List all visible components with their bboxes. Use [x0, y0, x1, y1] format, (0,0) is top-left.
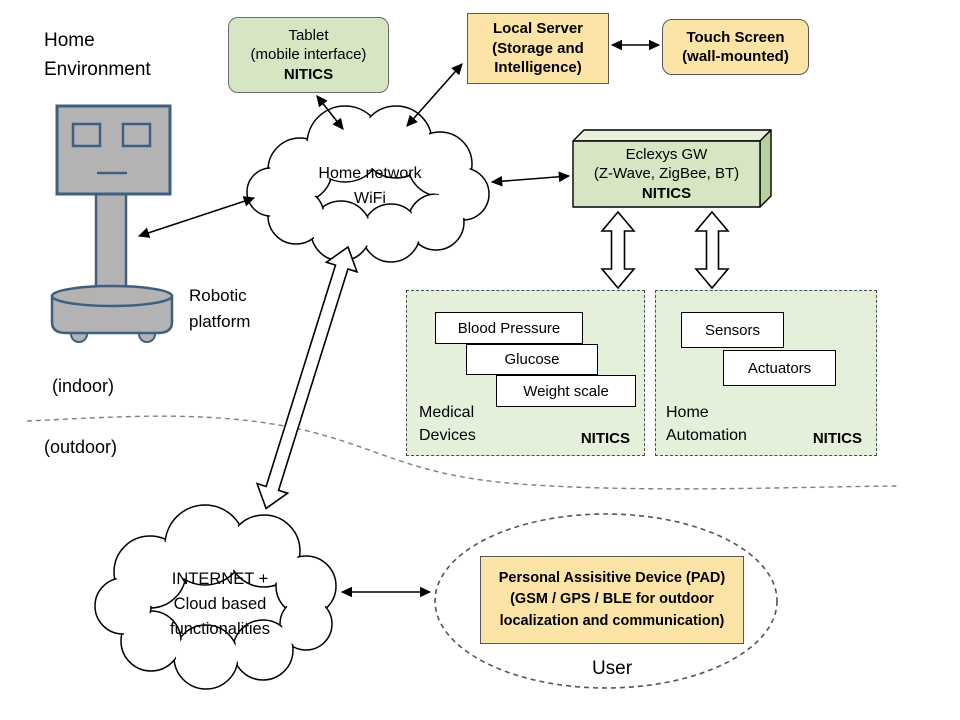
home-automation-label: Home Automation — [666, 403, 747, 444]
weight-scale-device: Weight scale — [496, 375, 636, 407]
medical-devices-panel: Blood Pressure Glucose Weight scale Medi… — [406, 290, 645, 456]
arrow-gateway-homeautomation — [694, 210, 730, 290]
outdoor-label: (outdoor) — [44, 437, 118, 457]
robot-head — [55, 104, 172, 196]
medical-nitics-label: NITICS — [580, 430, 630, 447]
home-network-cloud-label: Home network WiFi — [318, 165, 422, 207]
local-server-label: Local Server (Storage and Intelligence) — [492, 20, 584, 77]
eclexys-label: Eclexys GW (Z-Wave, ZigBee, BT) — [593, 145, 740, 183]
eclexys-front-face — [572, 140, 761, 208]
user-ellipse — [434, 513, 778, 689]
pad-subtitle: (GSM / GPS / BLE for outdoor localizatio… — [499, 591, 725, 629]
arrow-robot-wifi — [137, 196, 256, 238]
robot-eye-right — [121, 122, 152, 148]
tablet-label: Tablet (mobile interface) — [250, 26, 367, 64]
robot-eye-left — [71, 122, 102, 148]
eclexys-nitics-label: NITICS — [641, 184, 692, 202]
robotic-platform-label: Robotic platform — [189, 286, 251, 331]
eclexys-gateway-box: Eclexys GW (Z-Wave, ZigBee, BT) NITICS — [573, 141, 760, 207]
medical-devices-label: Medical Devices — [419, 403, 476, 444]
home-network-cloud-fill — [249, 108, 487, 260]
internet-cloud-label: INTERNET + Cloud based functionalities — [170, 570, 270, 638]
home-environment-label: Home Environment — [44, 30, 151, 81]
user-label: User — [591, 658, 633, 679]
touch-screen-label: Touch Screen (wall-mounted) — [682, 28, 789, 66]
arrow-wifi-gateway — [490, 171, 571, 187]
robot-torso — [94, 190, 128, 298]
tablet-box: Tablet (mobile interface) NITICS — [228, 17, 389, 93]
arrow-wifi-internet — [255, 245, 359, 510]
touch-screen-box: Touch Screen (wall-mounted) — [662, 19, 809, 75]
arrow-wifi-server — [406, 63, 463, 127]
home-automation-panel: Sensors Actuators Home Automation NITICS — [655, 290, 877, 456]
blood-pressure-device: Blood Pressure — [435, 312, 583, 344]
glucose-device: Glucose — [466, 344, 598, 375]
sensors-device: Sensors — [681, 312, 784, 348]
home-automation-nitics-label: NITICS — [812, 430, 862, 447]
tablet-nitics-label: NITICS — [283, 65, 334, 83]
eclexys-top-face — [572, 129, 772, 142]
arrow-tablet-wifi — [316, 95, 344, 130]
robot-base-top — [50, 284, 174, 308]
thin-arrows — [137, 39, 661, 598]
big-arrows — [255, 210, 730, 510]
eclexys-side-face — [759, 129, 772, 208]
pad-title: Personal Assisitive Device (PAD) — [498, 570, 726, 587]
eclexys-box-3d — [572, 129, 772, 208]
robot-figure — [50, 104, 174, 343]
pad-box: Personal Assisitive Device (PAD) (GSM / … — [480, 556, 744, 644]
internet-cloud-fill — [97, 507, 334, 687]
indoor-label: (indoor) — [52, 376, 115, 396]
arrow-gateway-medical — [600, 210, 636, 290]
local-server-box: Local Server (Storage and Intelligence) — [467, 13, 609, 84]
actuators-device: Actuators — [723, 350, 836, 386]
indoor-outdoor-divider — [26, 415, 898, 490]
